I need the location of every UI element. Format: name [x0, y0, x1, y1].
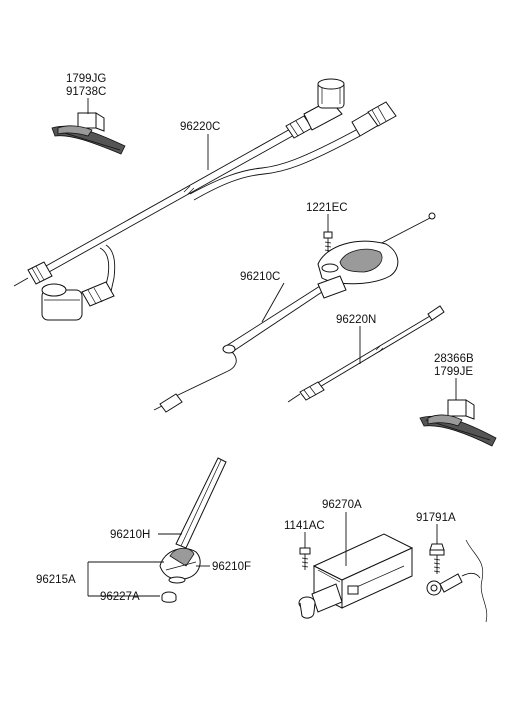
antenna-96210c [153, 212, 436, 413]
part-labels: 1799JG 91738C 96220C 1221EC 96210C 96220… [36, 73, 474, 603]
label-96220c: 96220C [180, 121, 220, 133]
label-96210h: 96210H [110, 529, 150, 541]
ground-bolt-91791a [426, 539, 488, 623]
amplifier-96270a [298, 533, 414, 619]
label-91738c: 91738C [66, 86, 106, 98]
label-28366b: 28366B [434, 353, 474, 365]
label-96227a: 96227A [100, 591, 140, 603]
cable-tie-right [419, 399, 497, 447]
leader-lines [87, 98, 457, 597]
label-1141ac: 1141AC [284, 520, 325, 532]
cable-tie-top [51, 112, 126, 155]
screw-1221ec [323, 231, 333, 252]
cable-96220n [287, 305, 445, 403]
label-1799je: 1799JE [434, 366, 473, 378]
nut-96227a [161, 591, 177, 603]
label-96210c: 96210C [240, 271, 280, 283]
roof-antenna [159, 457, 227, 584]
label-96220n: 96220N [336, 314, 376, 326]
bolt-1141ac [299, 547, 311, 570]
cable-96220c [13, 78, 397, 321]
label-91791a: 91791A [416, 512, 456, 524]
label-1799jg: 1799JG [66, 73, 106, 85]
label-96270a: 96270A [322, 499, 362, 511]
label-1221ec: 1221EC [306, 202, 348, 214]
label-96210f: 96210F [212, 561, 251, 573]
label-96215a: 96215A [36, 574, 76, 586]
